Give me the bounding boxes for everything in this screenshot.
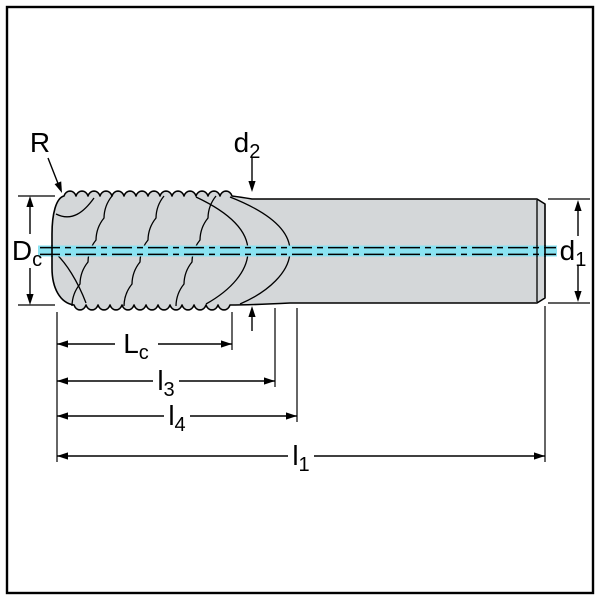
dc-arrowhead-top bbox=[26, 196, 34, 207]
d2-arrowhead-top bbox=[248, 181, 256, 192]
dim-corner-radius: R bbox=[30, 127, 62, 193]
centerline-band bbox=[38, 245, 557, 257]
dim-cutting-diameter: Dc bbox=[12, 195, 55, 306]
label-l3: l3 bbox=[157, 365, 174, 401]
label-dc: Dc bbox=[12, 235, 42, 271]
dim-l4: l4 bbox=[57, 400, 297, 436]
dim-overall-length: l1 bbox=[57, 440, 545, 476]
l1-arrowhead-right bbox=[534, 452, 545, 460]
lc-arrowhead-left bbox=[57, 340, 68, 348]
dc-arrowhead-bottom bbox=[26, 294, 34, 305]
r-arrowhead bbox=[54, 181, 62, 193]
l3-arrowhead-right bbox=[264, 377, 275, 385]
label-l4: l4 bbox=[168, 400, 185, 436]
l1-arrowhead-left bbox=[57, 452, 68, 460]
label-d1: d1 bbox=[560, 235, 587, 271]
d1-arrowhead-top bbox=[574, 200, 582, 211]
label-r: R bbox=[30, 127, 50, 158]
nose-tooth-curve-upper bbox=[55, 197, 95, 218]
l4-arrowhead-left bbox=[57, 412, 68, 420]
dim-shank-diameter: d1 bbox=[548, 198, 590, 304]
dim-cutting-length: Lc bbox=[57, 328, 232, 364]
d2-arrowhead-bottom bbox=[248, 306, 256, 317]
l4-arrowhead-right bbox=[286, 412, 297, 420]
r-leader-line bbox=[47, 157, 60, 187]
d1-arrowhead-bottom bbox=[574, 291, 582, 302]
label-lc: Lc bbox=[123, 328, 149, 364]
l3-arrowhead-left bbox=[57, 377, 68, 385]
lc-arrowhead-right bbox=[221, 340, 232, 348]
dim-neck-diameter: d2 bbox=[234, 127, 261, 331]
label-l1: l1 bbox=[292, 440, 309, 476]
dim-l3: l3 bbox=[57, 365, 275, 401]
label-d2: d2 bbox=[234, 127, 261, 163]
